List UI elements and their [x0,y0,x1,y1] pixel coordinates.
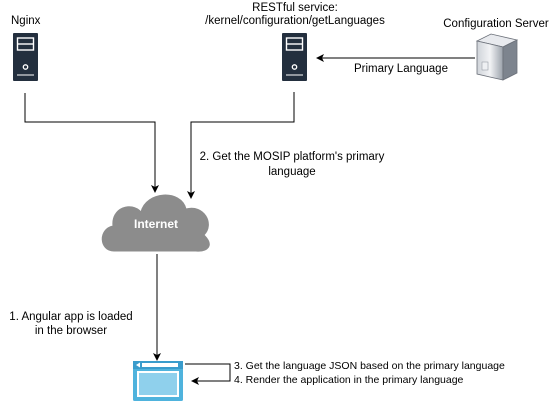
edge-rest-to-internet: 2. Get the MOSIP platform's primary lang… [187,92,385,199]
edge-browser-self-loop: 3. Get the language JSON based on the pr… [185,360,505,386]
internet-node: Internet [101,194,210,252]
edge-internet-to-browser: 1. Angular app is loaded in the browser [9,254,161,361]
edge-config-to-rest: Primary Language [316,54,475,75]
edge-internet-to-browser-label-line2: in the browser [35,325,107,337]
rest-service-label-line2: /kernel/configuration/getLanguages [205,15,385,27]
edge-browser-self-loop-label-line2: 4. Render the application in the primary… [234,374,464,386]
config-server-node: Configuration Server [443,18,549,81]
server-tower-icon [282,33,307,81]
server-tower-icon [13,33,38,81]
internet-label: Internet [134,217,178,231]
rest-service-node: RESTful service: /kernel/configuration/g… [205,2,385,81]
rest-service-label-line1: RESTful service: [252,2,338,14]
cloud-icon [101,194,210,252]
nginx-label: Nginx [11,15,41,27]
browser-window-icon [133,361,183,401]
browser-node [133,361,183,401]
edge-rest-to-internet-label-line2: language [268,166,315,178]
edge-nginx-to-internet [24,93,159,193]
edge-browser-self-loop-label-line1: 3. Get the language JSON based on the pr… [234,360,505,372]
edge-config-to-rest-label: Primary Language [354,63,448,75]
edge-internet-to-browser-label-line1: 1. Angular app is loaded [9,311,132,323]
config-server-label: Configuration Server [443,18,549,30]
nginx-node: Nginx [11,15,41,81]
edge-rest-to-internet-label-line1: 2. Get the MOSIP platform's primary [200,151,385,163]
server-box-icon [475,33,519,81]
